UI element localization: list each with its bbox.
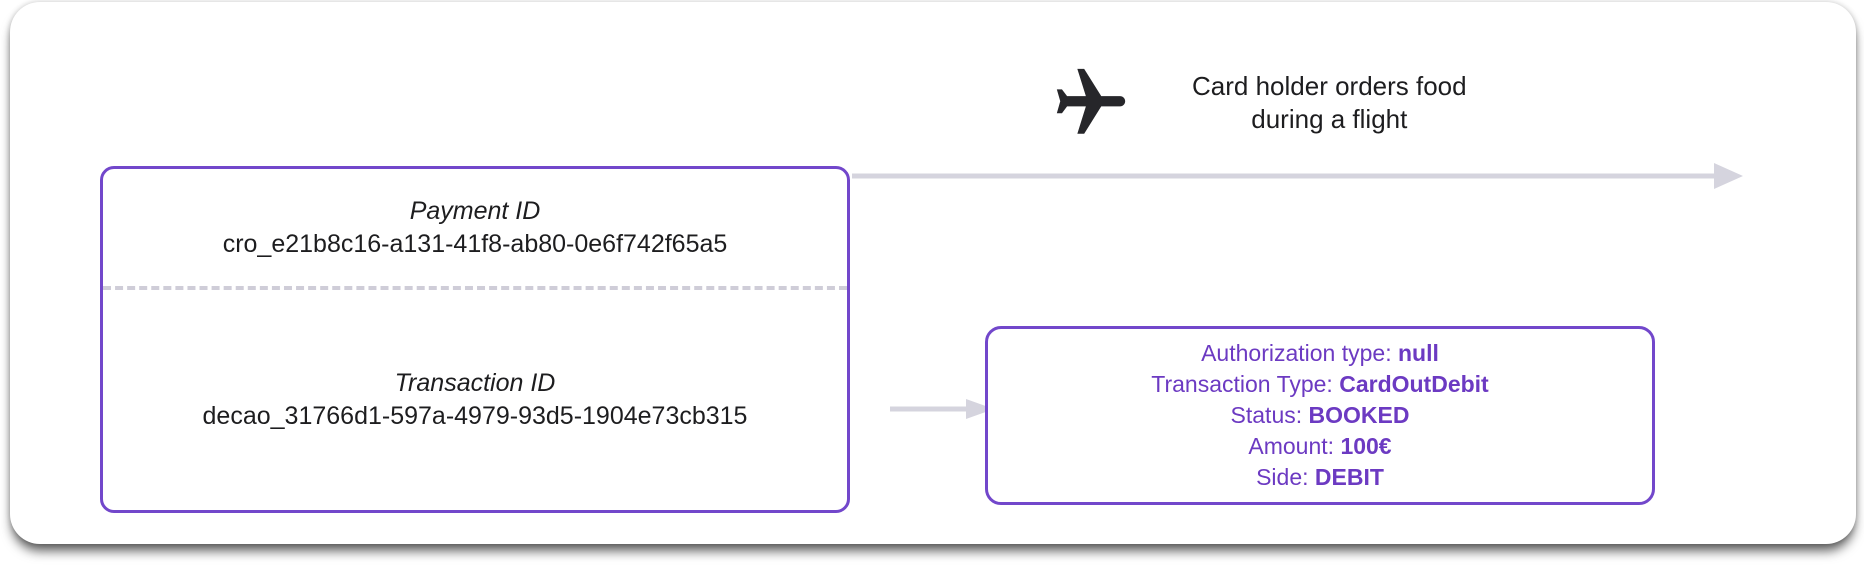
transaction-section: Transaction ID decao_31766d1-597a-4979-9… xyxy=(103,290,847,510)
result-value: DEBIT xyxy=(1314,464,1384,490)
ids-box: Payment ID cro_e21b8c16-a131-41f8-ab80-0… xyxy=(100,166,850,513)
flow-arrow-top xyxy=(852,161,1743,196)
transaction-id-value: decao_31766d1-597a-4979-93d5-1904e73cb31… xyxy=(202,402,748,430)
result-label: Authorization type: xyxy=(1201,340,1398,366)
result-value: CardOutDebit xyxy=(1339,371,1489,397)
scene-caption-group: Card holder orders food during a flight xyxy=(1048,60,1467,146)
result-label: Status: xyxy=(1230,402,1309,428)
transaction-id-label: Transaction ID xyxy=(394,369,556,397)
result-value: null xyxy=(1398,340,1439,366)
diagram-card: Payment ID cro_e21b8c16-a131-41f8-ab80-0… xyxy=(10,2,1856,544)
result-label: Transaction Type: xyxy=(1151,371,1340,397)
result-value: 100€ xyxy=(1340,433,1392,459)
airplane-icon xyxy=(1048,60,1134,146)
result-row-transaction-type: Transaction Type: CardOutDebit xyxy=(1151,369,1488,400)
result-row-amount: Amount: 100€ xyxy=(1248,431,1391,462)
transaction-result-box: Authorization type: null Transaction Typ… xyxy=(985,326,1655,505)
payment-id-label: Payment ID xyxy=(409,196,541,225)
flow-arrow-result xyxy=(890,396,994,427)
result-row-authorization-type: Authorization type: null xyxy=(1201,338,1439,369)
caption-line1: Card holder orders food xyxy=(1192,71,1467,101)
result-row-status: Status: BOOKED xyxy=(1231,400,1410,431)
result-label: Side: xyxy=(1256,464,1315,490)
result-row-side: Side: DEBIT xyxy=(1256,462,1384,493)
result-value: BOOKED xyxy=(1308,402,1410,428)
dashed-divider xyxy=(103,286,847,290)
result-label: Amount: xyxy=(1248,433,1341,459)
payment-section: Payment ID cro_e21b8c16-a131-41f8-ab80-0… xyxy=(103,169,847,286)
caption-text: Card holder orders food during a flight xyxy=(1192,70,1467,136)
caption-line2: during a flight xyxy=(1251,104,1408,134)
payment-id-value: cro_e21b8c16-a131-41f8-ab80-0e6f742f65a5 xyxy=(222,229,728,258)
